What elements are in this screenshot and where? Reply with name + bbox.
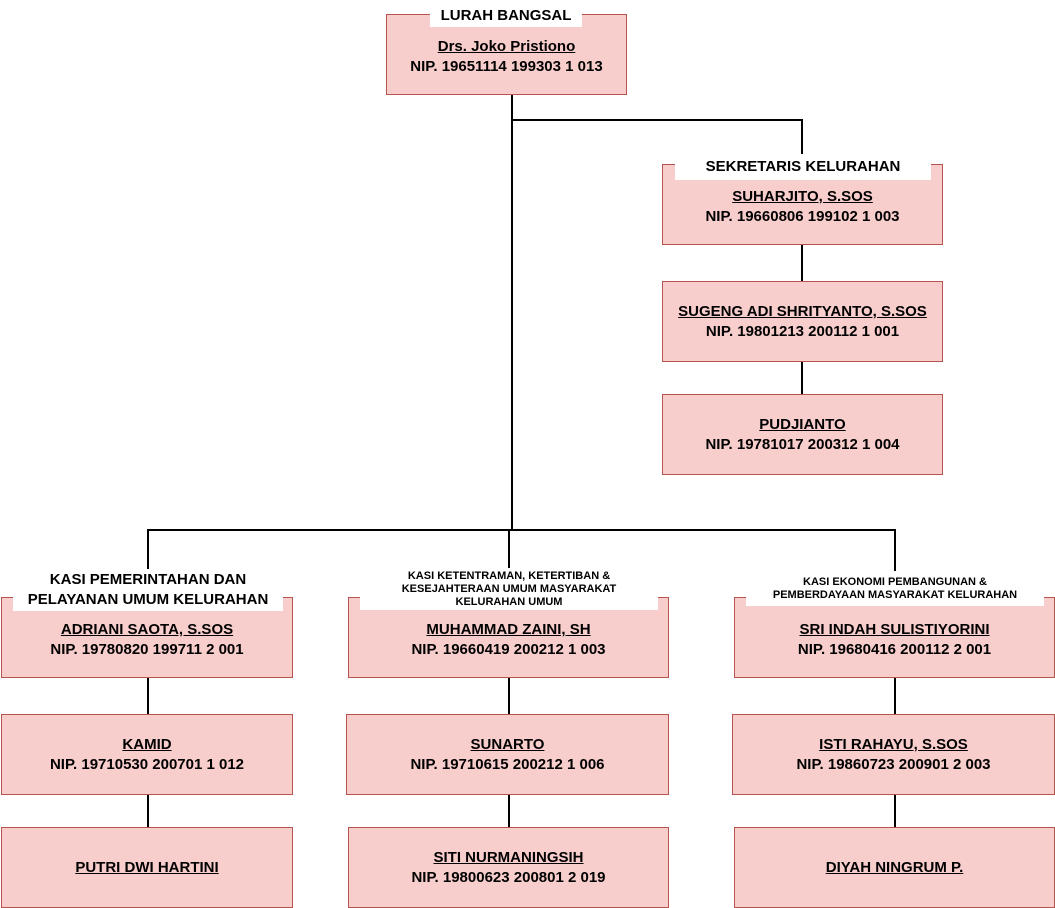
ketentraman-staff-2-name: SITI NURMANINGSIH xyxy=(433,848,584,866)
ketentraman-staff-2-nip: NIP. 19800623 200801 2 019 xyxy=(411,868,606,886)
ketentraman-title-line1: KASI KETENTRAMAN, KETERTIBAN & xyxy=(407,569,611,582)
pemerintahan-box: ADRIANI SAOTA, S.SOS NIP. 19780820 19971… xyxy=(1,597,293,678)
pemerintahan-title-line1: KASI PEMERINTAHAN DAN xyxy=(49,571,247,588)
pemerintahan-title: KASI PEMERINTAHAN DAN PELAYANAN UMUM KEL… xyxy=(13,569,283,611)
ekonomi-staff-1-name: ISTI RAHAYU, S.SOS xyxy=(819,735,968,753)
connector-ketentraman-2-3 xyxy=(508,794,510,828)
pemerintahan-staff-1-name: KAMID xyxy=(122,735,172,753)
ekonomi-head-nip: NIP. 19680416 200112 2 001 xyxy=(797,641,992,658)
connector-to-sekretaris-h xyxy=(511,119,803,121)
sekretaris-name: SUHARJITO, S.SOS xyxy=(732,188,873,205)
connector-ekonomi-1-2 xyxy=(894,677,896,715)
sekretaris-staff-2-box: PUDJIANTO NIP. 19781017 200312 1 004 xyxy=(662,394,943,475)
connector-pemerintahan-2-3 xyxy=(147,794,149,828)
connector-to-sekretaris-v xyxy=(801,119,803,165)
ketentraman-staff-1-box: SUNARTO NIP. 19710615 200212 1 006 xyxy=(346,714,669,795)
ketentraman-title: KASI KETENTRAMAN, KETERTIBAN & KESEJAHTE… xyxy=(360,568,658,610)
ketentraman-staff-1-name: SUNARTO xyxy=(470,735,545,753)
ekonomi-box: SRI INDAH SULISTIYORINI NIP. 19680416 20… xyxy=(734,597,1055,678)
ketentraman-staff-2-box: SITI NURMANINGSIH NIP. 19800623 200801 2… xyxy=(348,827,669,908)
lurah-nip: NIP. 19651114 199303 1 013 xyxy=(410,58,603,75)
sekretaris-title: SEKRETARIS KELURAHAN xyxy=(675,154,931,180)
pemerintahan-staff-1-nip: NIP. 19710530 200701 1 012 xyxy=(49,755,245,773)
sekretaris-staff-1-name: SUGENG ADI SHRITYANTO, S.SOS xyxy=(678,302,927,320)
connector-to-pemerintahan xyxy=(147,529,149,571)
connector-ekonomi-2-3 xyxy=(894,794,896,828)
lurah-title: LURAH BANGSAL xyxy=(430,5,582,27)
lurah-box: Drs. Joko Pristiono NIP. 19651114 199303… xyxy=(386,14,627,95)
sekretaris-staff-1-box: SUGENG ADI SHRITYANTO, S.SOS NIP. 198012… xyxy=(662,281,943,362)
ekonomi-title: KASI EKONOMI PEMBANGUNAN & PEMBERDAYAAN … xyxy=(746,572,1044,606)
ekonomi-staff-2-name: DIYAH NINGRUM P. xyxy=(825,858,964,876)
pemerintahan-head-name: ADRIANI SAOTA, S.SOS xyxy=(60,621,234,638)
sekretaris-nip: NIP. 19660806 199102 1 003 xyxy=(705,208,900,225)
ekonomi-staff-1-box: ISTI RAHAYU, S.SOS NIP. 19860723 200901 … xyxy=(732,714,1055,795)
pemerintahan-staff-2-box: PUTRI DWI HARTINI xyxy=(1,827,293,908)
connector-pemerintahan-1-2 xyxy=(147,677,149,715)
sekretaris-staff-2-nip: NIP. 19781017 200312 1 004 xyxy=(705,435,900,453)
pemerintahan-staff-1-box: KAMID NIP. 19710530 200701 1 012 xyxy=(1,714,293,795)
connector-sekretaris-1-2 xyxy=(801,244,803,282)
ketentraman-head-name: MUHAMMAD ZAINI, SH xyxy=(426,621,591,638)
connector-ketentraman-1-2 xyxy=(508,677,510,715)
ketentraman-staff-1-nip: NIP. 19710615 200212 1 006 xyxy=(410,755,605,773)
ketentraman-head-nip: NIP. 19660419 200212 1 003 xyxy=(411,641,606,658)
pemerintahan-head-nip: NIP. 19780820 199711 2 001 xyxy=(50,641,244,658)
connector-kasi-horizontal xyxy=(147,529,896,531)
pemerintahan-title-line2: PELAYANAN UMUM KELURAHAN xyxy=(27,591,269,608)
ekonomi-staff-1-nip: NIP. 19860723 200901 2 003 xyxy=(796,755,991,773)
sekretaris-staff-1-nip: NIP. 19801213 200112 1 001 xyxy=(705,322,900,340)
pemerintahan-staff-2-name: PUTRI DWI HARTINI xyxy=(75,858,219,876)
ketentraman-title-line2: KESEJAHTERAAN UMUM MASYARAKAT xyxy=(401,582,617,595)
ekonomi-staff-2-box: DIYAH NINGRUM P. xyxy=(734,827,1055,908)
ketentraman-title-line3: KELURAHAN UMUM xyxy=(455,595,563,608)
connector-sekretaris-2-3 xyxy=(801,361,803,395)
connector-to-ketentraman xyxy=(508,529,510,571)
ekonomi-title-line1: KASI EKONOMI PEMBANGUNAN & xyxy=(803,576,987,588)
ekonomi-head-name: SRI INDAH SULISTIYORINI xyxy=(799,621,990,638)
connector-to-ekonomi xyxy=(894,529,896,571)
lurah-name: Drs. Joko Pristiono xyxy=(437,38,576,55)
ketentraman-box: MUHAMMAD ZAINI, SH NIP. 19660419 200212 … xyxy=(348,597,669,678)
sekretaris-staff-2-name: PUDJIANTO xyxy=(759,415,846,433)
connector-lurah-down xyxy=(511,95,513,531)
ekonomi-title-line2: PEMBERDAYAAN MASYARAKAT KELURAHAN xyxy=(772,589,1018,601)
